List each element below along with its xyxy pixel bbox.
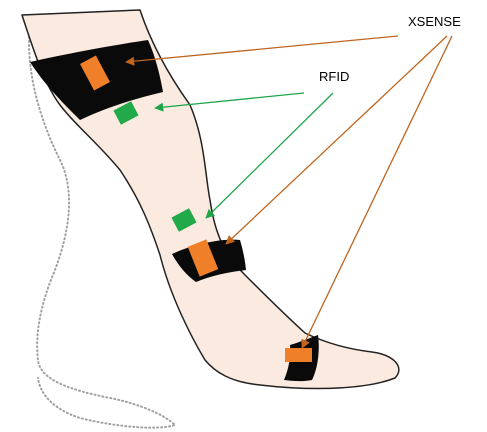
rfid-label: RFID (319, 69, 349, 84)
xsense-arrow-thigh (126, 36, 398, 62)
xsense-arrow-knee (226, 36, 447, 244)
xsense-sensor-foot (285, 348, 312, 362)
rfid-arrow-shin (206, 93, 333, 218)
xsense-label: XSENSE (408, 14, 461, 29)
